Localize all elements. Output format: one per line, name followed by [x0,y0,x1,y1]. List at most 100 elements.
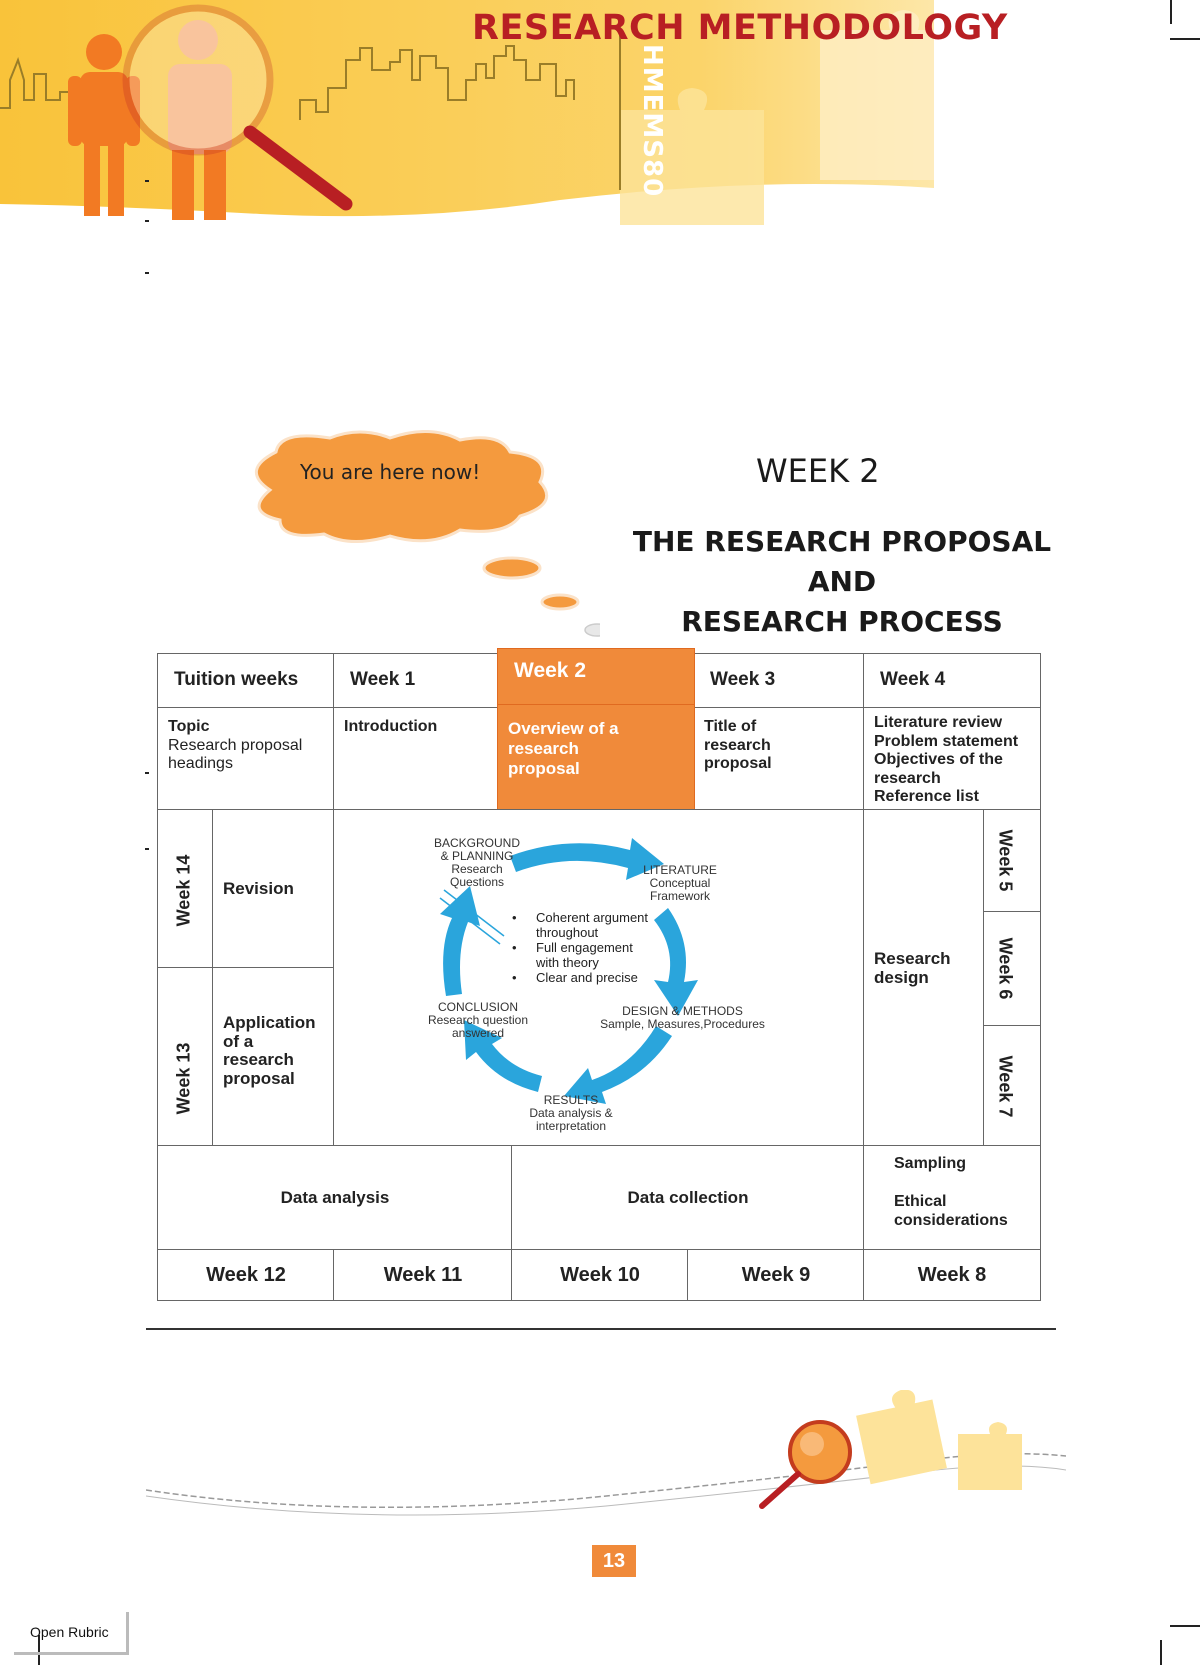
side-week-6: Week 6 [983,911,1041,1027]
cycle-arrow-bottom-left [464,1020,542,1092]
banner-illustration [0,0,934,225]
topic-label: Topic [168,718,210,735]
open-rubric-box [14,1612,129,1655]
crop-mark-bottom-right-v [1160,1640,1162,1665]
header-week-3-label: Week 3 [710,669,776,690]
topic-line-1: Research proposal [168,736,303,754]
footer-week-12-label: Week 12 [206,1264,286,1286]
cycle-arrow-left [440,886,480,996]
side-week-13-topic-line-4: proposal [223,1068,295,1088]
side-week-5-label: Week 5 [995,829,1016,892]
cycle-conclusion-line-3: answered [451,1026,505,1040]
header-week-1: Week 1 [333,653,499,709]
research-design-line-2: design [874,967,929,987]
cycle-arrow-right [654,908,698,1016]
topic-week-1-text: Introduction [344,718,438,735]
cycle-conclusion-line-2: Research question [427,1013,529,1027]
cycle-background-line-4: Questions [449,875,505,889]
topic-week-2: Overview of a research proposal [497,704,695,818]
ethical-line-1: Ethical [894,1193,947,1210]
research-design-cell: Research design [863,809,985,1147]
cycle-design-line-2: Sample, Measures,Procedures [600,1017,765,1031]
data-analysis-cell: Data analysis [157,1145,513,1251]
side-week-7: Week 7 [983,1025,1041,1147]
cycle-background-label: BACKGROUND & PLANNING Research Questions [432,837,522,889]
topic-week-3-line-3: proposal [704,755,772,772]
footer-week-11-label: Week 11 [383,1264,463,1286]
header-tuition-weeks: Tuition weeks [157,653,335,709]
data-collection-cell: Data collection [511,1145,865,1251]
header-week-2-label: Week 2 [514,659,586,682]
topic-line-2: headings [168,755,233,772]
cycle-point-1-cont: throughout [536,925,599,940]
cycle-results-line-1: RESULTS [543,1093,599,1107]
header-week-2: Week 2 [497,648,695,706]
cycle-slash-2 [439,897,501,945]
topic-week-4: Literature review Problem statement Obje… [863,707,1041,811]
footer-week-12: Week 12 [157,1249,335,1301]
sampling-cell: Sampling Ethical considerations [863,1145,1041,1251]
research-cycle-arrows [439,838,698,1104]
crop-mark-left-1 [145,180,149,182]
footer-week-9: Week 9 [687,1249,865,1301]
cycle-literature-line-3: Framework [649,889,710,903]
footer-week-11: Week 11 [333,1249,513,1301]
data-analysis-label: Data analysis [280,1188,390,1207]
side-week-13-topic-line-3: research [223,1050,294,1069]
side-week-6-label: Week 6 [995,937,1016,1000]
footer-week-8: Week 8 [863,1249,1041,1301]
topic-week-2-line-1: Overview of a [508,719,619,738]
data-collection-label: Data collection [627,1188,749,1207]
cycle-point-2-cont: with theory [536,955,599,970]
topic-week-4-line-3: Objectives of the [874,751,1003,768]
side-week-13: Week 13 [157,967,214,1147]
side-week-14-label: Week 14 [173,854,194,927]
topic-week-1: Introduction [333,707,499,811]
cycle-slash-1 [443,889,505,937]
cycle-arrow-top [510,838,664,880]
topic-week-4-line-4: research [874,769,941,787]
cycle-conclusion-line-1: CONCLUSION [437,1000,518,1014]
header-tuition-label: Tuition weeks [174,669,299,690]
open-rubric-label: Open Rubric [30,1624,109,1640]
cycle-literature-label: LITERATURE Conceptual Framework [640,864,720,903]
sampling-label: Sampling [894,1155,967,1172]
crop-mark-left-2 [145,220,149,222]
bubble-text: You are here now! [300,460,481,484]
footer-week-8-label: Week 8 [917,1264,987,1286]
crop-mark-left-5 [145,848,149,850]
side-week-13-label: Week 13 [173,1042,194,1115]
topic-week-3: Title of research proposal [693,707,865,811]
topic-week-4-line-2: Problem statement [874,732,1019,750]
banner: RESEARCH METHODOLOGY HMEMS80 [0,0,1007,225]
section-title: THE RESEARCH PROPOSAL AND RESEARCH PROCE… [600,522,1084,642]
page-number: 13 [592,1545,636,1577]
side-week-14-topic: Revision [212,809,335,969]
topic-week-2-line-3: proposal [508,759,580,778]
topic-label-cell: Topic Research proposal headings [157,707,335,811]
topic-week-3-line-2: research [704,736,771,754]
cycle-background-line-2: & PLANNING [440,849,514,863]
cycle-literature-line-1: LITERATURE [643,863,717,877]
header-week-3: Week 3 [693,653,865,709]
side-week-7-label: Week 7 [995,1055,1016,1118]
cycle-results-line-2: Data analysis & [529,1106,613,1120]
cycle-literature-line-2: Conceptual [649,876,711,890]
topic-week-4-line-1: Literature review [874,714,1003,731]
side-week-13-topic-line-1: Application [223,1013,316,1032]
side-week-13-topic-line-2: of a [223,1031,254,1051]
week-title: WEEK 2 [756,452,880,490]
cycle-background-line-1: BACKGROUND [433,836,520,850]
footer-week-9-label: Week 9 [741,1264,811,1286]
cycle-results-label: RESULTS Data analysis & interpretation [526,1094,616,1133]
cycle-points-list: Coherent argument throughout Full engage… [512,910,648,985]
header-week-4: Week 4 [863,653,1041,709]
cycle-arrow-bottom-right [564,1026,672,1104]
cycle-point-2: Full engagement [512,940,648,955]
research-design-line-1: Research [874,949,951,968]
crop-mark-top-right [1170,38,1200,40]
cycle-conclusion-label: CONCLUSION Research question answered [422,1001,534,1040]
crop-mark-left-3 [145,272,149,274]
side-week-5: Week 5 [983,809,1041,913]
divider-line [146,1328,1056,1330]
